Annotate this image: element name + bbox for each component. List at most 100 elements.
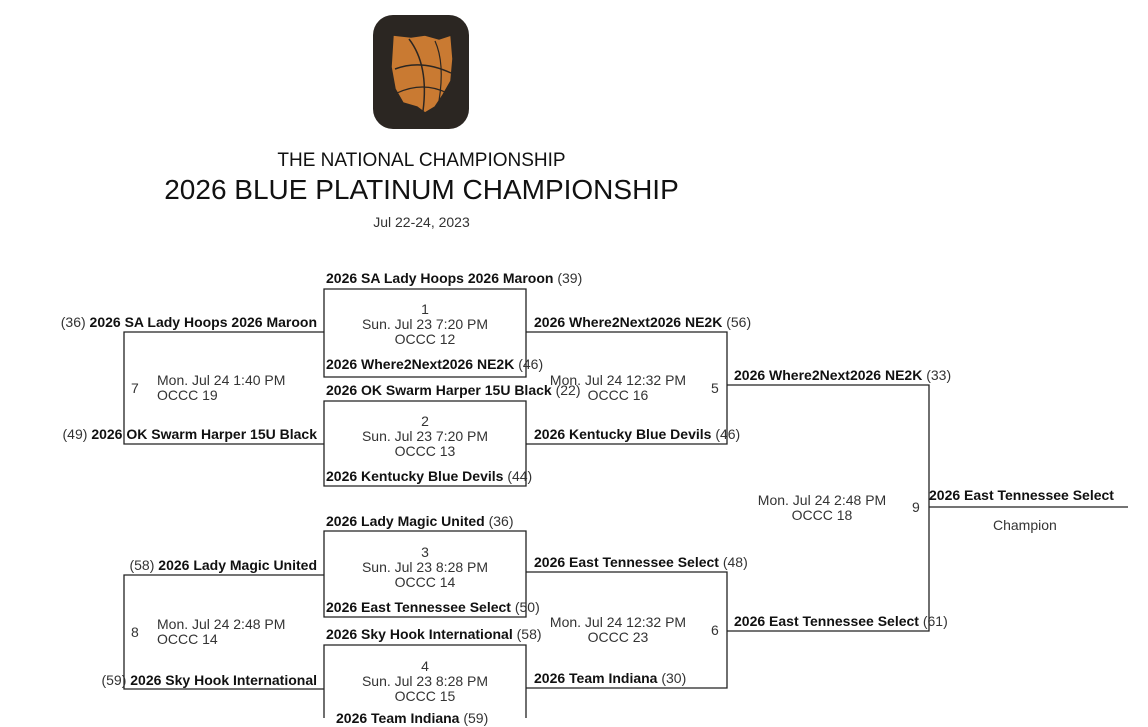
game-number: 3 bbox=[421, 544, 429, 560]
seed: (36) bbox=[60, 314, 86, 330]
game-time: Mon. Jul 24 2:48 PM bbox=[157, 616, 286, 632]
team-name: 2026 Sky Hook International bbox=[130, 672, 317, 688]
game-4-bottom-entry[interactable]: 2026 Team Indiana (59) bbox=[336, 710, 488, 727]
team-name: 2026 SA Lady Hoops 2026 Maroon bbox=[326, 270, 554, 286]
game-time: Sun. Jul 23 7:20 PM bbox=[361, 316, 489, 332]
event-title: 2026 BLUE PLATINUM CHAMPIONSHIP bbox=[164, 174, 679, 205]
game-court: OCCC 14 bbox=[394, 574, 456, 590]
game-4-info: 4 Sun. Jul 23 8:28 PM OCCC 15 bbox=[324, 659, 526, 704]
game-number: 1 bbox=[421, 301, 429, 317]
game-court: OCCC 12 bbox=[394, 331, 456, 347]
team-name: 2026 Sky Hook International bbox=[326, 626, 513, 642]
game-5-bottom-entry[interactable]: 2026 Kentucky Blue Devils (46) bbox=[534, 426, 740, 443]
game-2-bottom-entry[interactable]: 2026 Kentucky Blue Devils (44) bbox=[326, 468, 532, 485]
game-time: Mon. Jul 24 12:32 PM bbox=[549, 372, 687, 388]
seed: (48) bbox=[722, 554, 748, 570]
team-name: 2026 Kentucky Blue Devils bbox=[326, 468, 504, 484]
seed: (33) bbox=[926, 367, 952, 383]
game-number: 4 bbox=[421, 658, 429, 674]
game-time: Sun. Jul 23 8:28 PM bbox=[361, 673, 489, 689]
game-1-info: 1 Sun. Jul 23 7:20 PM OCCC 12 bbox=[324, 302, 526, 347]
game-8-info: Mon. Jul 24 2:48 PM OCCC 14 bbox=[157, 617, 285, 647]
game-2-box bbox=[323, 400, 527, 487]
seed: (46) bbox=[518, 356, 544, 372]
game-5-top-entry[interactable]: 2026 Where2Next2026 NE2K (56) bbox=[534, 314, 751, 331]
tournament-logo bbox=[373, 15, 469, 129]
game-8-bracket bbox=[123, 574, 324, 690]
game-6-info: Mon. Jul 24 12:32 PM OCCC 23 bbox=[539, 615, 697, 645]
team-name: 2026 Lady Magic United bbox=[326, 513, 485, 529]
seed: (58) bbox=[516, 626, 542, 642]
game-time: Sun. Jul 23 7:20 PM bbox=[361, 428, 489, 444]
team-name: 2026 East Tennessee Select bbox=[929, 487, 1114, 503]
game-5-number: 5 bbox=[711, 380, 719, 396]
game-4-box bbox=[323, 644, 527, 718]
game-6-top-entry[interactable]: 2026 East Tennessee Select (48) bbox=[534, 554, 748, 571]
game-court: OCCC 16 bbox=[587, 387, 649, 403]
team-name: 2026 Team Indiana bbox=[534, 670, 658, 686]
game-7-top-entry[interactable]: (36) 2026 SA Lady Hoops 2026 Maroon bbox=[61, 314, 317, 331]
team-name: 2026 East Tennessee Select bbox=[734, 613, 919, 629]
game-7-bracket bbox=[123, 331, 324, 445]
team-name: 2026 Where2Next2026 NE2K bbox=[534, 314, 723, 330]
team-name: 2026 OK Swarm Harper 15U Black bbox=[326, 382, 552, 398]
event-subtitle: THE NATIONAL CHAMPIONSHIP bbox=[277, 150, 566, 171]
game-7-bottom-entry[interactable]: (49) 2026 OK Swarm Harper 15U Black bbox=[63, 426, 317, 443]
team-name: 2026 OK Swarm Harper 15U Black bbox=[91, 426, 317, 442]
seed: (22) bbox=[555, 382, 581, 398]
game-3-bottom-entry[interactable]: 2026 East Tennessee Select (50) bbox=[326, 599, 540, 616]
seed: (59) bbox=[463, 710, 489, 726]
game-time: Mon. Jul 24 2:48 PM bbox=[757, 492, 887, 508]
game-4-top-entry[interactable]: 2026 Sky Hook International (58) bbox=[326, 626, 542, 643]
seed: (44) bbox=[507, 468, 533, 484]
game-court: OCCC 15 bbox=[394, 688, 456, 704]
team-name: 2026 Team Indiana bbox=[336, 710, 460, 726]
game-6-bottom-entry[interactable]: 2026 Team Indiana (30) bbox=[534, 670, 686, 687]
game-8-top-entry[interactable]: (58) 2026 Lady Magic United bbox=[129, 557, 317, 574]
game-9-number: 9 bbox=[912, 499, 920, 515]
game-2-top-entry[interactable]: 2026 OK Swarm Harper 15U Black (22) bbox=[326, 382, 580, 399]
game-court: OCCC 13 bbox=[394, 443, 456, 459]
game-court: OCCC 14 bbox=[157, 631, 218, 647]
team-name: 2026 Where2Next2026 NE2K bbox=[326, 356, 515, 372]
game-6-number: 6 bbox=[711, 622, 719, 638]
game-court: OCCC 18 bbox=[791, 507, 853, 523]
ohio-basketball-logo-icon bbox=[373, 15, 469, 129]
team-name: 2026 SA Lady Hoops 2026 Maroon bbox=[89, 314, 317, 330]
game-1-box bbox=[323, 288, 527, 378]
seed: (58) bbox=[129, 557, 155, 573]
game-5-bracket bbox=[526, 331, 728, 445]
seed: (61) bbox=[922, 613, 948, 629]
champion-label: Champion bbox=[993, 517, 1057, 533]
game-1-top-entry[interactable]: 2026 SA Lady Hoops 2026 Maroon (39) bbox=[326, 270, 582, 287]
seed: (50) bbox=[514, 599, 540, 615]
game-3-info: 3 Sun. Jul 23 8:28 PM OCCC 14 bbox=[324, 545, 526, 590]
seed: (39) bbox=[557, 270, 583, 286]
seed: (36) bbox=[488, 513, 514, 529]
game-time: Sun. Jul 23 8:28 PM bbox=[361, 559, 489, 575]
seed: (49) bbox=[62, 426, 88, 442]
game-number: 2 bbox=[421, 413, 429, 429]
game-7-info: Mon. Jul 24 1:40 PM OCCC 19 bbox=[157, 373, 285, 403]
team-name: 2026 Kentucky Blue Devils bbox=[534, 426, 712, 442]
game-court: OCCC 23 bbox=[587, 629, 649, 645]
game-1-bottom-entry[interactable]: 2026 Where2Next2026 NE2K (46) bbox=[326, 356, 543, 373]
seed: (56) bbox=[726, 314, 752, 330]
seed: (30) bbox=[661, 670, 687, 686]
game-6-bracket bbox=[526, 571, 728, 689]
game-9-top-entry[interactable]: 2026 Where2Next2026 NE2K (33) bbox=[734, 367, 951, 384]
event-dates: Jul 22-24, 2023 bbox=[373, 214, 470, 230]
team-name: 2026 East Tennessee Select bbox=[326, 599, 511, 615]
game-time: Mon. Jul 24 12:32 PM bbox=[549, 614, 687, 630]
game-9-bottom-entry[interactable]: 2026 East Tennessee Select (61) bbox=[734, 613, 948, 630]
team-name: 2026 Lady Magic United bbox=[158, 557, 317, 573]
game-time: Mon. Jul 24 1:40 PM bbox=[157, 372, 286, 388]
game-court: OCCC 19 bbox=[157, 387, 218, 403]
game-8-bottom-entry[interactable]: (59) 2026 Sky Hook International bbox=[101, 672, 317, 689]
champion-entry[interactable]: 2026 East Tennessee Select bbox=[929, 487, 1114, 504]
game-3-top-entry[interactable]: 2026 Lady Magic United (36) bbox=[326, 513, 514, 530]
seed: (46) bbox=[715, 426, 741, 442]
game-3-box bbox=[323, 530, 527, 618]
team-name: 2026 Where2Next2026 NE2K bbox=[734, 367, 923, 383]
